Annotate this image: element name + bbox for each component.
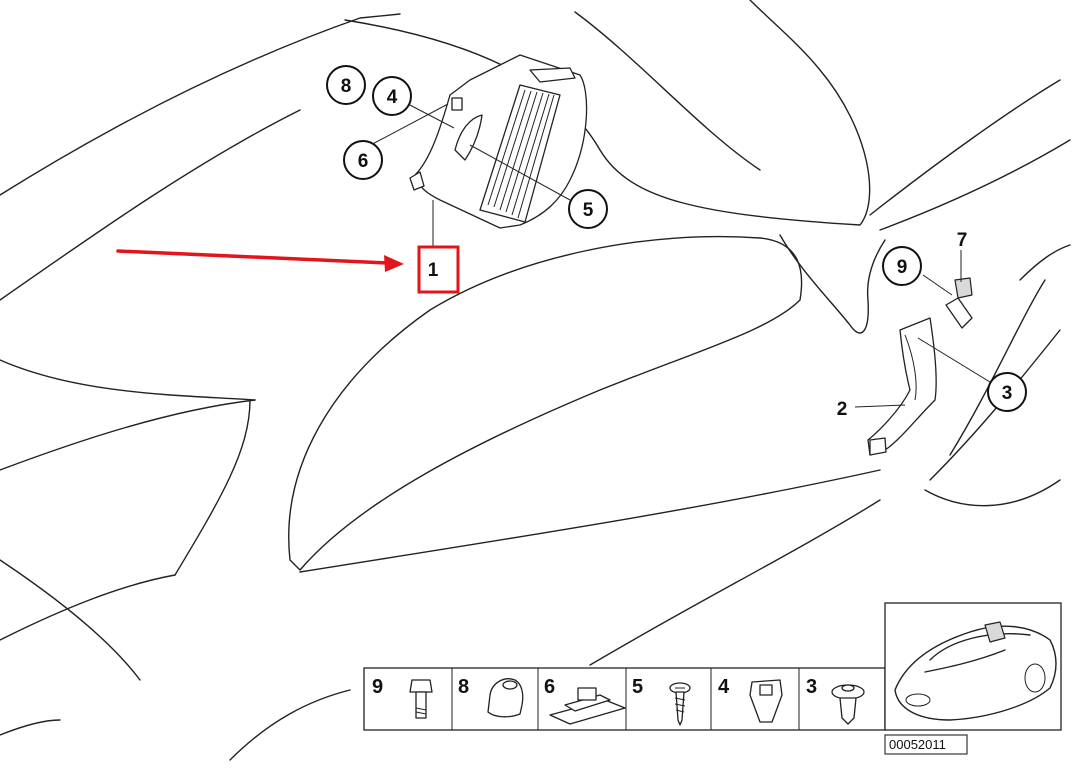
strip-label-9: 9 (372, 676, 383, 698)
leader-lines (364, 102, 991, 408)
car-location-thumbnail (884, 602, 1062, 731)
svg-text:3: 3 (1002, 383, 1013, 404)
svg-text:2: 2 (837, 399, 848, 420)
parts-strip: 9 8 6 5 4 3 (363, 667, 886, 731)
grommet-icon (487, 678, 524, 718)
callout-1: 1 (417, 245, 460, 294)
svg-text:1: 1 (428, 260, 439, 281)
highlight-arrow (116, 249, 404, 272)
push-rivet-icon (831, 684, 865, 725)
nut-clip-icon (749, 679, 783, 723)
b-pillar-trim-part (867, 277, 973, 456)
callout-9: 9 (882, 246, 922, 286)
callout-7: 7 (957, 230, 968, 251)
strip-label-6: 6 (544, 676, 555, 698)
clip-plate-icon (549, 687, 626, 725)
strip-label-8: 8 (458, 676, 469, 698)
svg-text:00052011: 00052011 (889, 737, 946, 752)
bolt-icon (409, 679, 433, 719)
svg-text:7: 7 (957, 230, 968, 251)
c-pillar-trim-part (409, 54, 588, 229)
callout-4: 4 (372, 76, 412, 116)
callout-3: 3 (987, 372, 1027, 412)
screw-icon (669, 682, 691, 726)
callout-8: 8 (326, 65, 366, 105)
callout-5: 5 (568, 189, 608, 229)
svg-text:5: 5 (583, 200, 594, 221)
strip-label-3: 3 (806, 676, 817, 698)
svg-text:8: 8 (341, 76, 352, 97)
callout-2: 2 (837, 399, 848, 420)
svg-text:4: 4 (387, 87, 398, 108)
strip-label-4: 4 (718, 676, 730, 698)
strip-label-5: 5 (632, 676, 643, 698)
diagram-id-label: 00052011 (884, 734, 968, 755)
callout-6: 6 (343, 140, 383, 180)
svg-text:9: 9 (897, 257, 908, 278)
svg-text:6: 6 (358, 151, 369, 172)
